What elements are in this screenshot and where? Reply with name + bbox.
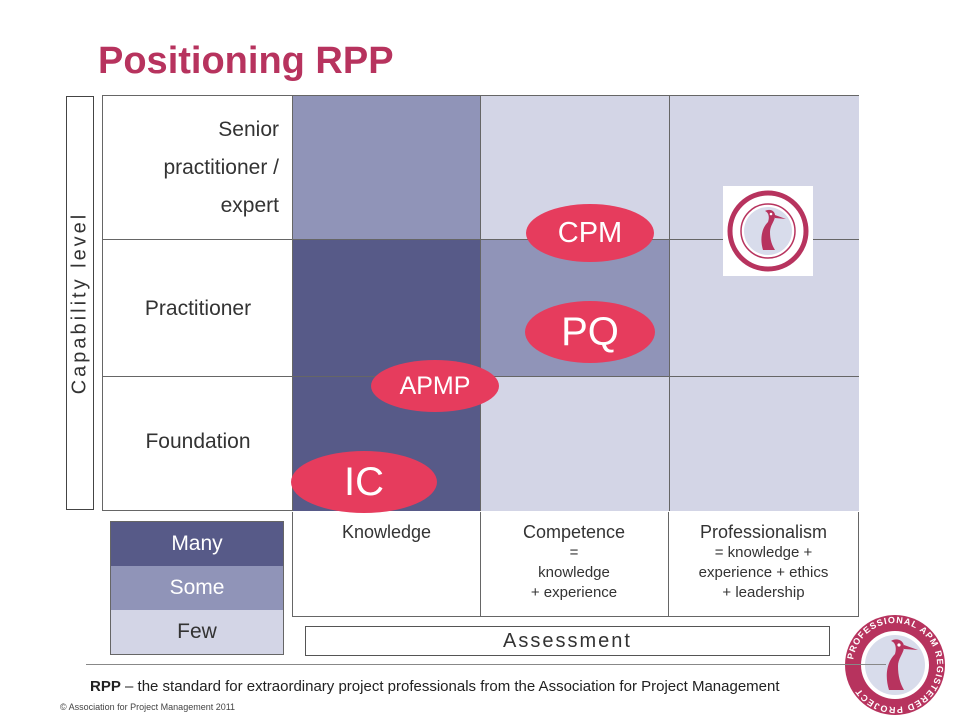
capability-axis-box — [66, 96, 94, 510]
rpp-logo-card — [723, 186, 813, 276]
page-title: Positioning RPP — [98, 40, 394, 82]
grid-row-label-cell — [103, 377, 293, 511]
column-competence-label: Competence — [522, 522, 626, 542]
rpp-seal-logo: PROFESSIONAL APM REGISTERED PROJECT — [840, 610, 950, 720]
legend-some: Some — [111, 566, 283, 610]
row-label-foundation: Foundation — [145, 430, 251, 453]
capability-axis-label: Capability level — [68, 211, 91, 395]
cell-foundation-professionalism — [670, 377, 859, 511]
column-competence: Competence = knowledge + experience — [480, 512, 669, 617]
footer-divider — [86, 664, 886, 665]
row-label-practitioner: Practitioner — [144, 296, 252, 320]
grid-row-label-cell — [103, 240, 293, 377]
capability-grid: Senior practitioner / expert Practitione… — [102, 95, 859, 513]
column-competence-sub: knowledge — [538, 564, 610, 581]
copyright: © Association for Project Management 201… — [60, 702, 236, 712]
grid-row-label-cell — [103, 96, 293, 240]
legend-many: Many — [111, 522, 283, 566]
cell-practitioner-knowledge — [293, 240, 481, 377]
cell-senior-knowledge — [293, 96, 481, 240]
cell-foundation-competence — [481, 377, 670, 511]
rpp-logo-icon — [727, 190, 809, 272]
oval-cpm: CPM — [526, 204, 654, 262]
column-professionalism-sub: + leadership — [722, 584, 805, 601]
column-professionalism-sub: experience + ethics — [698, 564, 829, 581]
oval-ic: IC — [291, 451, 437, 513]
oval-pq: PQ — [525, 301, 655, 363]
footer-tagline: RPP – the standard for extraordinary pro… — [90, 678, 780, 695]
column-competence-sub: = — [569, 544, 579, 561]
legend: Many Some Few — [110, 521, 284, 655]
column-competence-sub: + experience — [530, 584, 618, 601]
rpp-seal-icon: PROFESSIONAL APM REGISTERED PROJECT — [845, 615, 945, 715]
column-knowledge-label: Knowledge — [341, 522, 432, 542]
footer-lead: RPP — [90, 678, 121, 695]
assessment-axis-label: Assessment — [305, 626, 830, 656]
column-professionalism-sub: = knowledge + — [714, 544, 813, 561]
legend-few: Few — [111, 610, 283, 654]
footer-rest: – the standard for extraordinary project… — [120, 678, 780, 695]
column-professionalism: Professionalism = knowledge + experience… — [669, 512, 859, 617]
oval-apmp: APMP — [371, 360, 499, 412]
row-label-senior: Senior practitioner / expert — [163, 118, 279, 217]
column-professionalism-label: Professionalism — [699, 522, 828, 542]
column-knowledge: Knowledge — [292, 512, 481, 617]
